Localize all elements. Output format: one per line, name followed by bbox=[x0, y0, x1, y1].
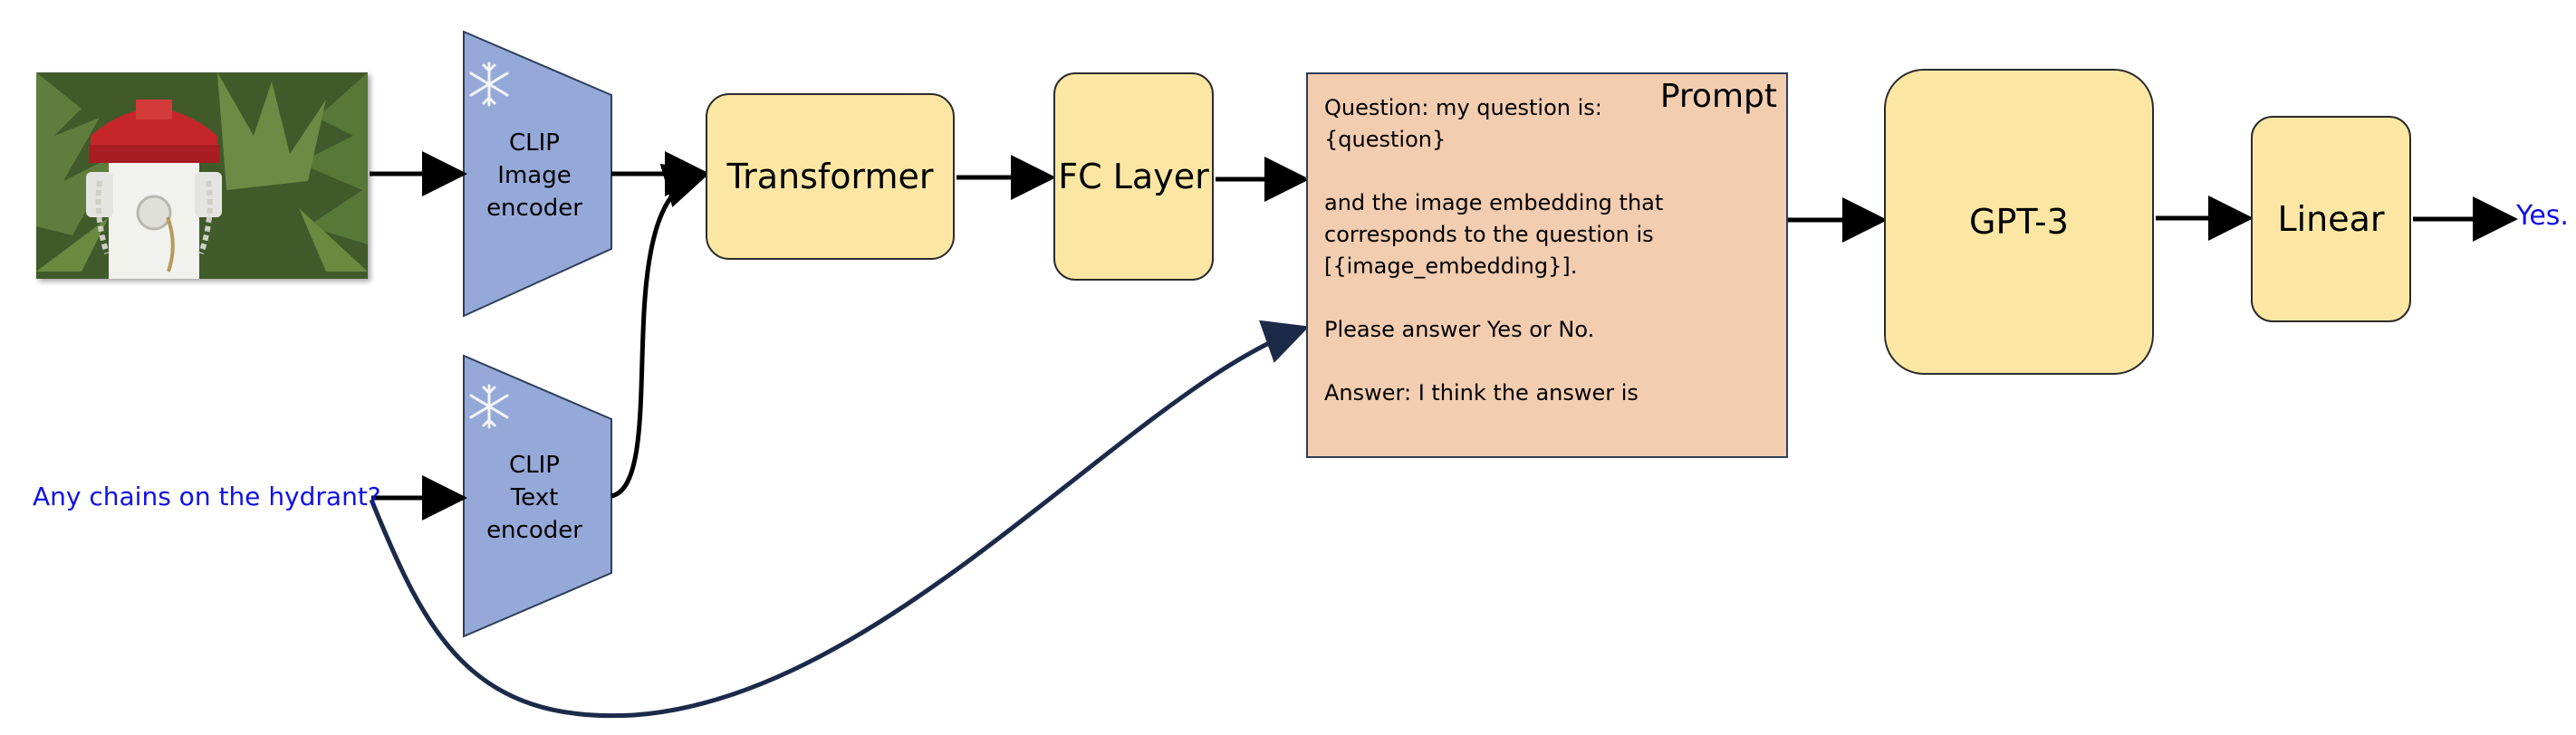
arrow-question-to-prompt bbox=[369, 320, 1310, 719]
hydrant-image bbox=[36, 72, 368, 279]
encoder-line: Text bbox=[510, 484, 559, 511]
prompt-paragraph: Please answer Yes or No. bbox=[1324, 314, 1668, 346]
prompt-box: Prompt Question: my question is: {questi… bbox=[1306, 72, 1788, 458]
prompt-line: Please answer Yes or No. bbox=[1324, 317, 1595, 342]
prompt-line: Answer: I think the answer is bbox=[1324, 380, 1639, 406]
prompt-line: corresponds to the question is bbox=[1324, 222, 1654, 247]
prompt-line: and the image embedding that bbox=[1324, 190, 1664, 215]
snowflake-icon bbox=[469, 384, 509, 429]
prompt-paragraph: Question: my question is: {question} bbox=[1324, 92, 1668, 156]
fc-layer-block: FC Layer bbox=[1053, 72, 1214, 281]
prompt-paragraph: Answer: I think the answer is bbox=[1324, 377, 1668, 409]
fc-layer-label: FC Layer bbox=[1058, 157, 1209, 196]
encoder-line: encoder bbox=[486, 517, 582, 544]
gpt3-block: GPT-3 bbox=[1884, 69, 2154, 375]
prompt-line: [{image_embedding}]. bbox=[1324, 253, 1578, 279]
clip-image-encoder-label: CLIP Image encoder bbox=[480, 127, 589, 224]
encoder-line: Image bbox=[497, 162, 572, 189]
clip-text-encoder-shape bbox=[463, 354, 612, 638]
prompt-title: Prompt bbox=[1659, 78, 1777, 115]
transformer-label: Transformer bbox=[726, 157, 934, 196]
prompt-template: Question: my question is: {question} and… bbox=[1324, 92, 1668, 409]
arrow-text-encoder-to-transformer bbox=[610, 163, 710, 499]
linear-block: Linear bbox=[2251, 116, 2411, 322]
gpt3-label: GPT-3 bbox=[1969, 202, 2069, 242]
answer-text: Yes. bbox=[2516, 200, 2569, 232]
encoder-line: CLIP bbox=[509, 129, 560, 157]
encoder-line: encoder bbox=[486, 195, 582, 222]
clip-text-encoder-label: CLIP Text encoder bbox=[480, 449, 589, 547]
prompt-paragraph: and the image embedding that corresponds… bbox=[1324, 187, 1668, 282]
transformer-block: Transformer bbox=[706, 93, 955, 260]
question-text: Any chains on the hydrant? bbox=[33, 482, 381, 511]
snowflake-icon bbox=[469, 62, 509, 107]
prompt-line: {question} bbox=[1324, 127, 1447, 152]
encoder-line: CLIP bbox=[509, 452, 560, 479]
clip-image-encoder-shape bbox=[463, 30, 612, 318]
prompt-line: Question: my question is: bbox=[1324, 95, 1602, 120]
linear-label: Linear bbox=[2277, 199, 2385, 239]
